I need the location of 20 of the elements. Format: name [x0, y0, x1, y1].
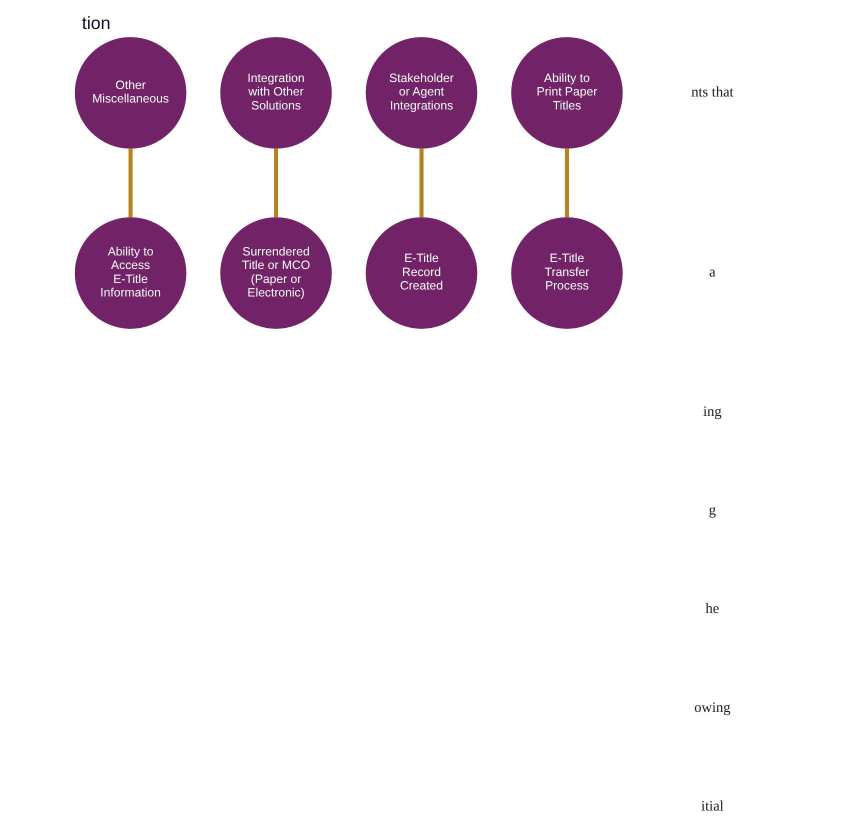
node-circle: E-Title Transfer Process [511, 217, 623, 329]
node-circle: Ability to Access E-Title Information [74, 217, 186, 329]
connector [419, 148, 424, 218]
label: a [709, 264, 716, 281]
connector [564, 148, 569, 218]
node-circle: Surrendered Title or MCO (Paper or Electronic) [220, 217, 332, 329]
node-circle: Other Miscellaneous [74, 37, 186, 149]
node-circle: E-Title Record Created [366, 217, 478, 329]
label: g [708, 502, 716, 519]
connector [128, 148, 133, 218]
diagram-title: tion [82, 13, 111, 34]
label: owing [694, 700, 731, 716]
connector [274, 148, 278, 218]
label: ing [703, 404, 722, 420]
node-circle: Stakeholder or Agent Integrations [366, 37, 478, 149]
label: itial [701, 798, 724, 814]
node-circle: Ability to Print Paper Titles [511, 37, 623, 149]
node-circle: Integration with Other Solutions [220, 37, 332, 149]
label: nts that [691, 84, 734, 100]
label: he [706, 601, 720, 618]
